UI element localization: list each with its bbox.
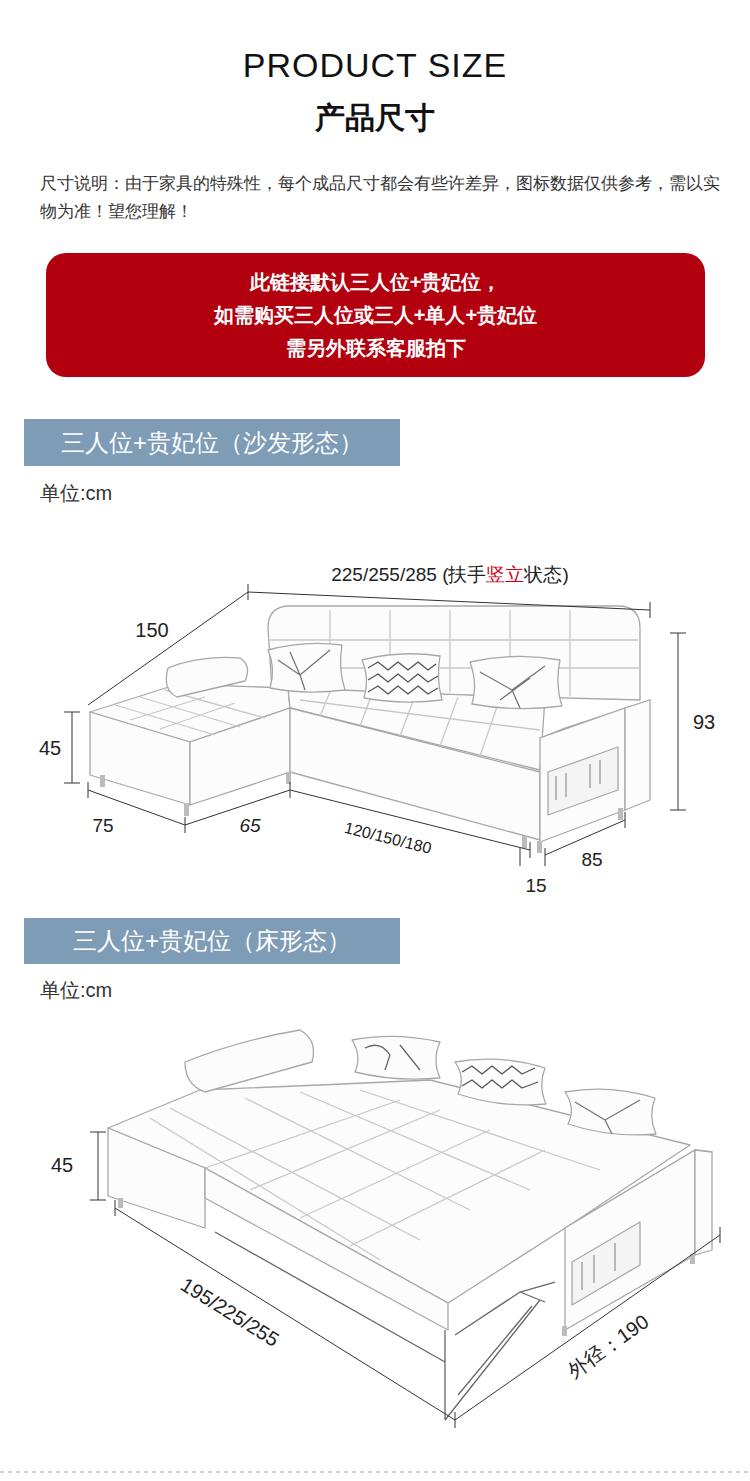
dimension-label: 状态)	[524, 562, 568, 588]
dimension-label: 45	[37, 736, 63, 760]
dimension-label: 120/150/180	[341, 817, 436, 858]
dimension-label: 65	[237, 815, 262, 838]
dimension-label-highlight: 竖立	[486, 562, 524, 588]
dimension-label: 225/255/285 (扶手	[331, 562, 486, 588]
box-text: 如需购买三人位或三人+单人+贵妃位	[214, 299, 537, 332]
note-text: 尺寸说明：由于家具的特殊性，每个成品尺寸都会有些许差异，图标数据仅供参考，需以实…	[40, 170, 720, 226]
dimension-lines	[90, 1132, 720, 1428]
subtitle: 产品尺寸	[313, 100, 437, 136]
dimension-label: 75	[90, 815, 115, 838]
bed-drawing	[108, 1030, 712, 1420]
unit-label: 单位:cm	[40, 481, 112, 505]
dimension-label: 45	[49, 1153, 75, 1177]
label-group: 225/255/285 (扶手竖立状态)	[328, 562, 572, 588]
unit-label: 单位:cm	[40, 978, 112, 1002]
sofa-drawing	[90, 606, 650, 853]
dimension-label: 195/225/255	[175, 1271, 285, 1352]
divider-line	[0, 1472, 750, 1473]
box-text: 三人位+贵妃位（床形态）	[73, 925, 351, 957]
page-title: PRODUCT SIZE	[243, 45, 508, 86]
dimension-label: 93	[691, 710, 717, 734]
section-band: 三人位+贵妃位（沙发形态）	[24, 419, 400, 466]
dimension-label: 150	[133, 618, 170, 642]
box-text: 需另外联系客服拍下	[286, 332, 466, 365]
section-band: 三人位+贵妃位（床形态）	[24, 918, 400, 964]
dimension-label: 85	[579, 849, 604, 872]
notice-box: 此链接默认三人位+贵妃位，如需购买三人位或三人+单人+贵妃位需另外联系客服拍下	[46, 253, 705, 377]
dimension-lines	[64, 584, 686, 866]
box-text: 此链接默认三人位+贵妃位，	[250, 266, 502, 299]
dimension-label: 15	[523, 875, 548, 898]
box-text: 三人位+贵妃位（沙发形态）	[61, 427, 363, 459]
